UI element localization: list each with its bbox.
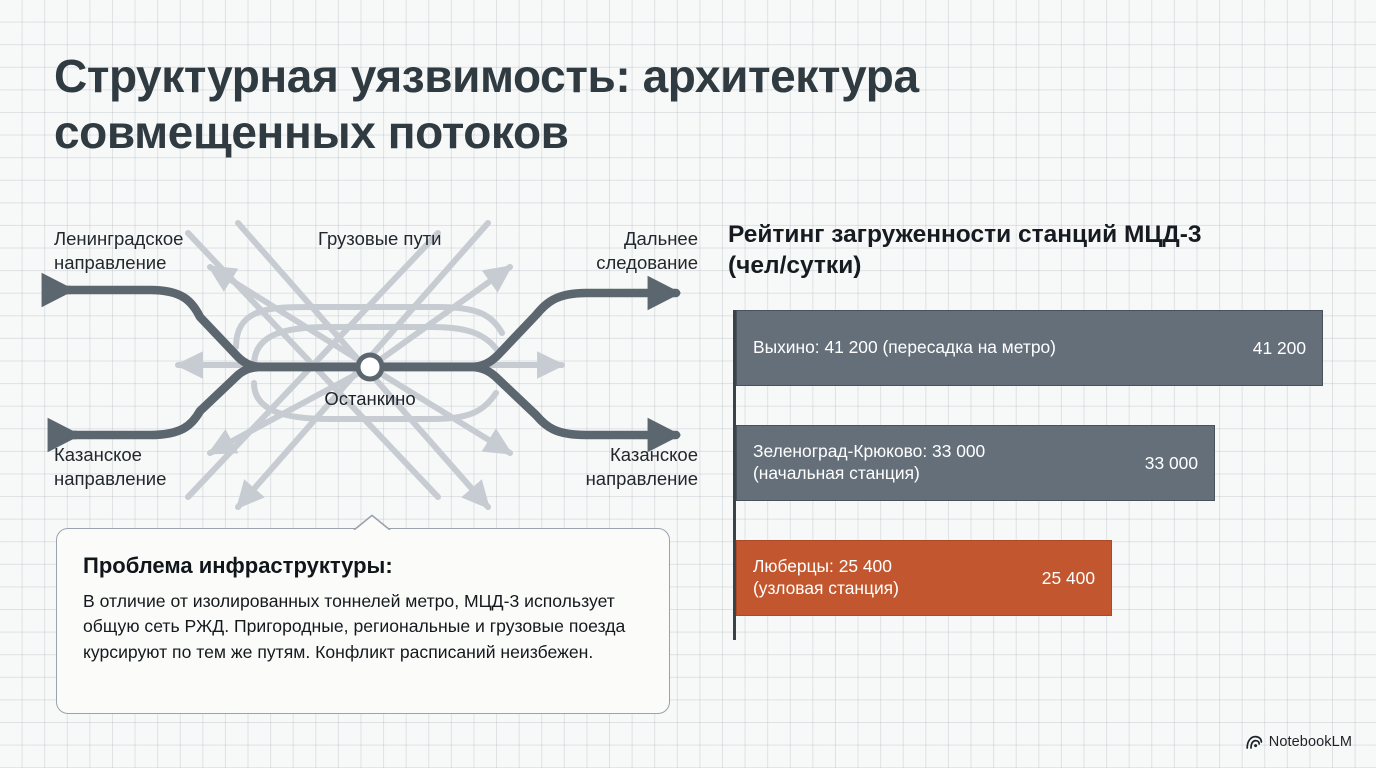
chart-y-axis — [733, 310, 736, 640]
chart-bar-lyubertsy[interactable]: Люберцы: 25 400 (узловая станция) 25 400 — [736, 540, 1112, 616]
chart-bar-label: Зеленоград-Крюково: 33 000 (начальная ст… — [753, 441, 986, 483]
diagram-node-label-ostankino: Останкино — [324, 388, 416, 409]
callout-body: В отличие от изолированных тоннелей метр… — [83, 591, 626, 662]
chart-bar-value: 41 200 — [1252, 337, 1306, 358]
notebooklm-watermark: NotebookLM — [1246, 734, 1352, 750]
diagram-label-kazanskoe-left: Казанское направление — [54, 444, 167, 489]
chart-bar-row: Зеленоград-Крюково: 33 000 (начальная ст… — [736, 425, 1215, 501]
chart-bar-row: Выхино: 41 200 (пересадка на метро) 41 2… — [736, 310, 1323, 386]
junction-diagram: Ленинградское направление Грузовые пути … — [40, 215, 700, 515]
chart-title: Рейтинг загруженности станций МЦД-3 (чел… — [728, 221, 1202, 279]
notebooklm-label: NotebookLM — [1268, 734, 1352, 750]
notebooklm-icon — [1246, 735, 1263, 750]
page-title: Структурная уязвимость: архитектура совм… — [54, 50, 919, 159]
chart-bar-row: Люберцы: 25 400 (узловая станция) 25 400 — [736, 540, 1112, 616]
chart-bar-vyhino[interactable]: Выхино: 41 200 (пересадка на метро) 41 2… — [736, 310, 1323, 386]
main-lines — [41, 272, 682, 453]
chart-bar-label: Люберцы: 25 400 (узловая станция) — [753, 556, 899, 598]
callout-tail-icon — [353, 514, 391, 530]
station-load-chart: Рейтинг загруженности станций МЦД-3 (чел… — [728, 220, 1348, 670]
chart-bar-value: 25 400 — [1041, 567, 1095, 588]
chart-plot-area: Выхино: 41 200 (пересадка на метро) 41 2… — [728, 310, 1348, 655]
diagram-label-leningradskoe: Ленинградское направление — [54, 228, 184, 273]
chart-bar-label: Выхино: 41 200 (пересадка на метро) — [753, 337, 1056, 358]
freight-lines — [174, 220, 566, 510]
infrastructure-problem-callout: Проблема инфраструктуры: В отличие от из… — [56, 514, 670, 714]
diagram-label-gruzovye-puti: Грузовые пути — [318, 228, 442, 249]
chart-bar-zelenograd-kryukovo[interactable]: Зеленоград-Крюково: 33 000 (начальная ст… — [736, 425, 1215, 501]
junction-node-core — [360, 357, 380, 377]
junction-diagram-svg — [41, 220, 682, 510]
chart-bar-value: 33 000 — [1144, 452, 1198, 473]
diagram-label-kazanskoe-right: Казанское направление — [585, 444, 698, 489]
callout-title: Проблема инфраструктуры: — [83, 553, 393, 578]
diagram-label-dalnee-sledovanie: Дальнее следование — [596, 228, 698, 273]
